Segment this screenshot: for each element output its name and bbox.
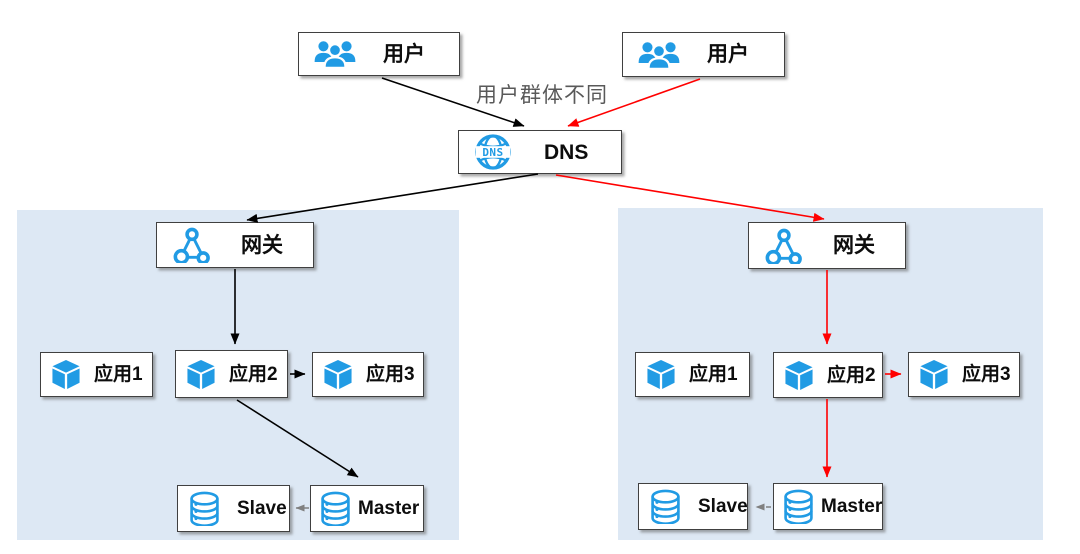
node-label: Master: [821, 496, 883, 517]
node-label: DNS: [544, 140, 589, 164]
node-slave-left: Slave: [177, 485, 290, 532]
node-label: 应用1: [94, 364, 143, 385]
database-icon: [321, 491, 350, 526]
node-master-left: Master: [310, 485, 424, 532]
database-icon: [190, 491, 219, 526]
node-app1-left: 应用1: [40, 352, 153, 397]
users-icon: [313, 40, 357, 69]
cube-icon: [187, 359, 215, 389]
database-icon: [651, 489, 680, 524]
cube-icon: [647, 359, 675, 390]
node-dns: DNS: [458, 130, 622, 174]
cube-icon: [324, 359, 352, 390]
node-label: Master: [358, 498, 420, 519]
node-user-right: 用户: [622, 32, 785, 77]
annotation-user-groups: 用户群体不同: [476, 84, 608, 107]
cube-icon: [52, 359, 80, 390]
node-app2-right: 应用2: [773, 352, 883, 398]
node-label: 网关: [241, 233, 283, 257]
node-label: Slave: [698, 496, 748, 517]
node-gateway-right: 网关: [748, 222, 906, 269]
node-label: 应用3: [962, 364, 1011, 385]
network-triangle-icon: [765, 228, 802, 264]
node-label: 应用1: [689, 364, 738, 385]
users-icon: [637, 40, 681, 70]
node-master-right: Master: [773, 483, 883, 530]
dns-globe-icon: [474, 134, 512, 170]
node-slave-right: Slave: [638, 483, 748, 530]
database-icon: [784, 489, 813, 524]
network-triangle-icon: [173, 227, 210, 263]
node-label: Slave: [237, 498, 287, 519]
node-label: 网关: [833, 234, 875, 257]
node-app1-right: 应用1: [635, 352, 750, 397]
node-label: 应用2: [827, 364, 876, 386]
node-gateway-left: 网关: [156, 222, 314, 268]
node-label: 应用2: [229, 363, 278, 385]
node-user-left: 用户: [298, 32, 460, 76]
cube-icon: [785, 360, 813, 390]
node-app2-left: 应用2: [175, 350, 288, 398]
node-app3-left: 应用3: [312, 352, 424, 397]
node-label: 用户: [707, 43, 749, 66]
node-app3-right: 应用3: [908, 352, 1020, 397]
cube-icon: [920, 359, 948, 390]
node-label: 用户: [383, 42, 425, 66]
node-label: 应用3: [366, 364, 415, 385]
